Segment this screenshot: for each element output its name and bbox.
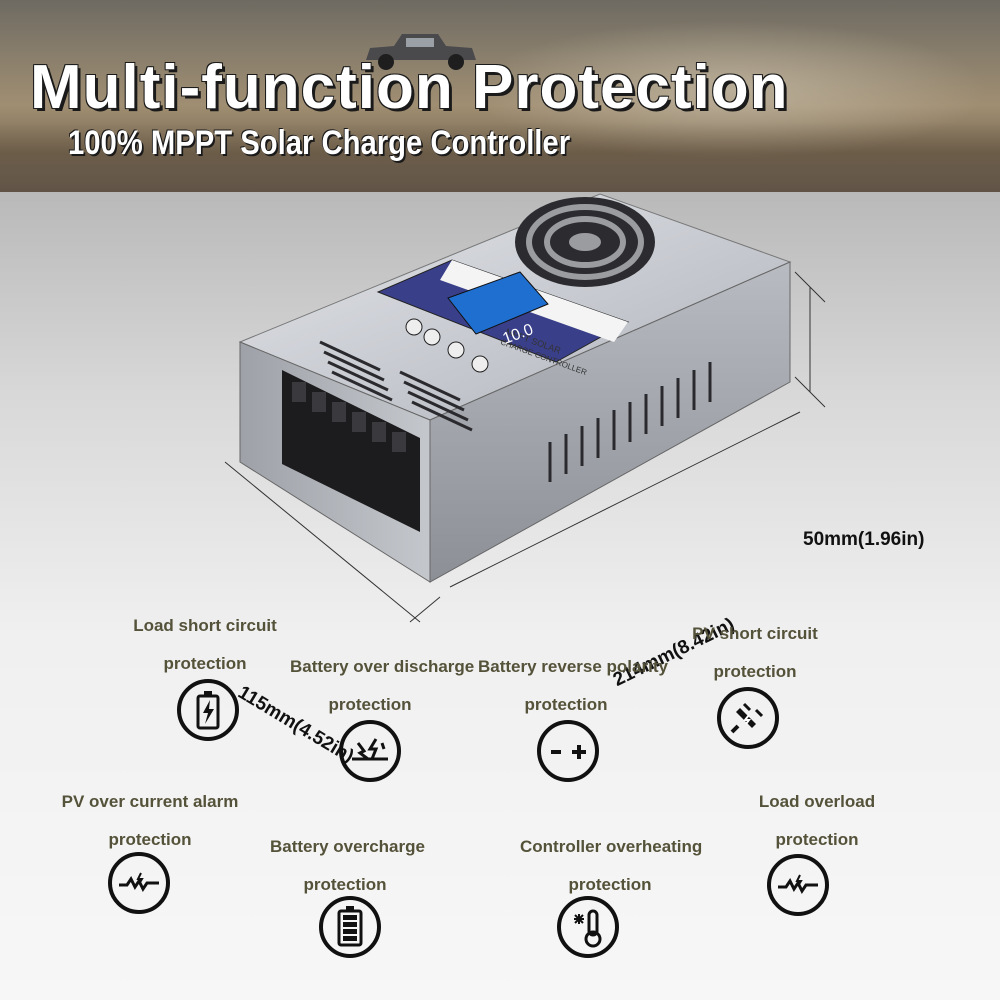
minus-plus-icon <box>537 720 599 782</box>
feature-title: Controller overheating <box>520 837 703 856</box>
feature-title: Battery overcharge <box>270 837 425 856</box>
feature-subtitle: protection <box>524 695 608 714</box>
thermometer-snow-icon <box>557 896 619 958</box>
fan-grille-icon <box>515 197 655 287</box>
feature-subtitle: protection <box>775 830 859 849</box>
feature-load-short-circuit: Load short circuit protection <box>130 616 280 674</box>
left-button[interactable] <box>423 328 441 346</box>
feature-battery-over-discharge: Battery over discharge protection <box>290 657 475 715</box>
page-subtitle: 100% MPPT Solar Charge Controller <box>68 124 571 162</box>
feature-controller-overheating: Controller overheating protection <box>520 837 703 895</box>
right-button[interactable] <box>447 341 465 359</box>
battery-full-icon <box>319 896 381 958</box>
feature-title: Battery reverse polarity <box>478 657 668 676</box>
feature-subtitle: protection <box>303 875 387 894</box>
page-title: Multi-function Protection <box>30 53 789 122</box>
pickup-truck-image <box>366 34 476 70</box>
feature-battery-overcharge: Battery overcharge protection <box>270 837 425 895</box>
feature-pv-short-circuit: PV short circuit protection <box>690 624 820 682</box>
feature-title: PV over current alarm <box>61 792 239 811</box>
feature-title: Load overload <box>758 792 876 811</box>
mud-ground <box>0 122 1000 192</box>
battery-bolt-icon <box>177 679 239 741</box>
feature-battery-reverse-polarity: Battery reverse polarity protection <box>478 657 668 715</box>
wave-bolt-icon <box>767 854 829 916</box>
discharge-spark-icon <box>339 720 401 782</box>
wave-bolt-icon <box>108 852 170 914</box>
feature-title: Battery over discharge <box>290 657 475 676</box>
height-dimension-label: 50mm(1.96in) <box>803 529 925 550</box>
feature-pv-over-current-alarm: PV over current alarm protection <box>60 792 240 850</box>
feature-subtitle: protection <box>108 830 192 849</box>
esc-button[interactable] <box>405 318 423 336</box>
feature-subtitle: protection <box>713 662 797 681</box>
set-button[interactable] <box>471 355 489 373</box>
feature-title: PV short circuit <box>692 624 818 643</box>
product-section: MPPT SOLAR CHARGE CONTROLLER 10.0 <box>0 192 1000 1000</box>
feature-load-overload: Load overload protection <box>752 792 882 850</box>
terminal-block <box>282 370 420 532</box>
feature-subtitle: protection <box>568 875 652 894</box>
hero-banner: Multi-function Protection 100% MPPT Sola… <box>0 0 1000 192</box>
feature-subtitle: protection <box>328 695 412 714</box>
feature-title: Load short circuit <box>133 616 277 635</box>
plug-bolt-icon <box>717 687 779 749</box>
feature-subtitle: protection <box>163 654 247 673</box>
charge-controller-image: MPPT SOLAR CHARGE CONTROLLER 10.0 <box>224 193 826 623</box>
